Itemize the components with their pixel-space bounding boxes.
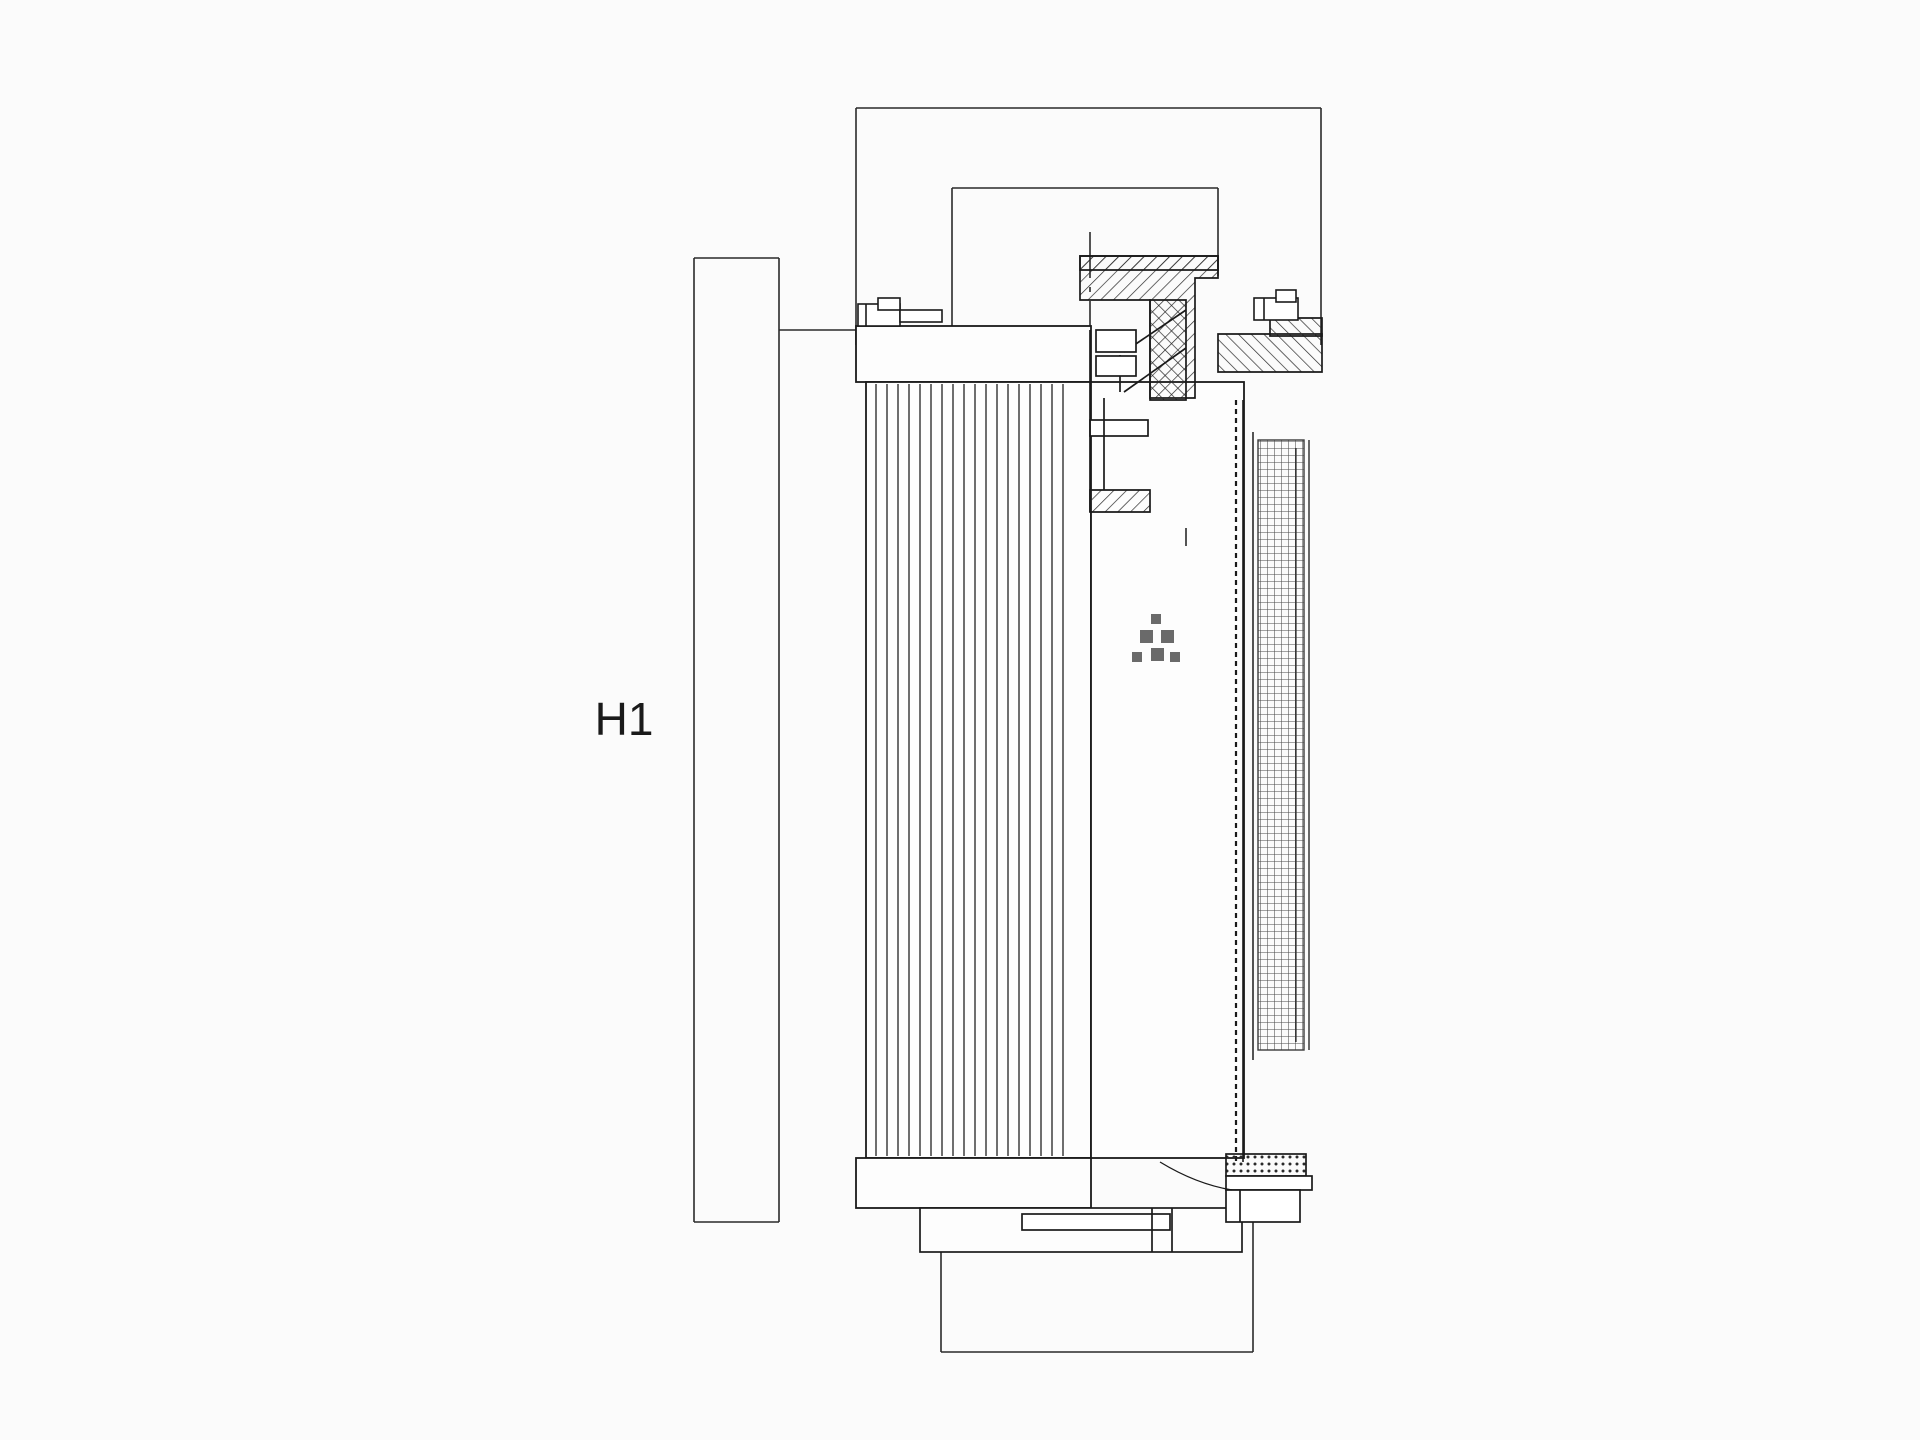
pleat-pack-outer [865,381,1092,1159]
support-tube-mesh [1252,432,1310,1060]
bottom-cap-slot [1021,1213,1171,1231]
valve-chamber-upper [1095,329,1137,353]
bottom-end-cap-detail [919,1153,1313,1253]
center-emblem [1132,614,1180,662]
valve-chamber-bottom [1089,419,1149,437]
valve-top-flange [1079,255,1219,271]
bottom-end-cap-left-block [855,1157,1092,1209]
h1-dimension-label: H1 [595,693,654,745]
bypass-valve-assembly [1079,255,1323,513]
filter-body-outline [855,325,1245,1209]
top-left-nipple-detail [857,297,943,327]
seal-ring-lower [1225,1189,1301,1223]
valve-outlet-flange [1269,317,1323,337]
top-end-cap-left-block [855,325,1092,383]
top-right-nipple-detail [1253,289,1299,321]
nipple-cap-left [877,297,901,311]
valve-chamber-lower [1095,355,1137,377]
nipple-cap-right [1275,289,1297,303]
valve-seat [1149,299,1187,401]
pleated-media [875,384,1064,1156]
bottom-arc-detail [1159,1161,1233,1191]
seal-ring-plate [1225,1175,1313,1191]
valve-lower-seat [1089,489,1151,513]
valve-poppet-line-b [1123,347,1187,393]
valve-outlet-neck [1217,333,1323,373]
inner-seal-column [1234,400,1244,1162]
seal-ring-dotted [1225,1153,1307,1177]
nipple-stem-left [899,309,943,323]
